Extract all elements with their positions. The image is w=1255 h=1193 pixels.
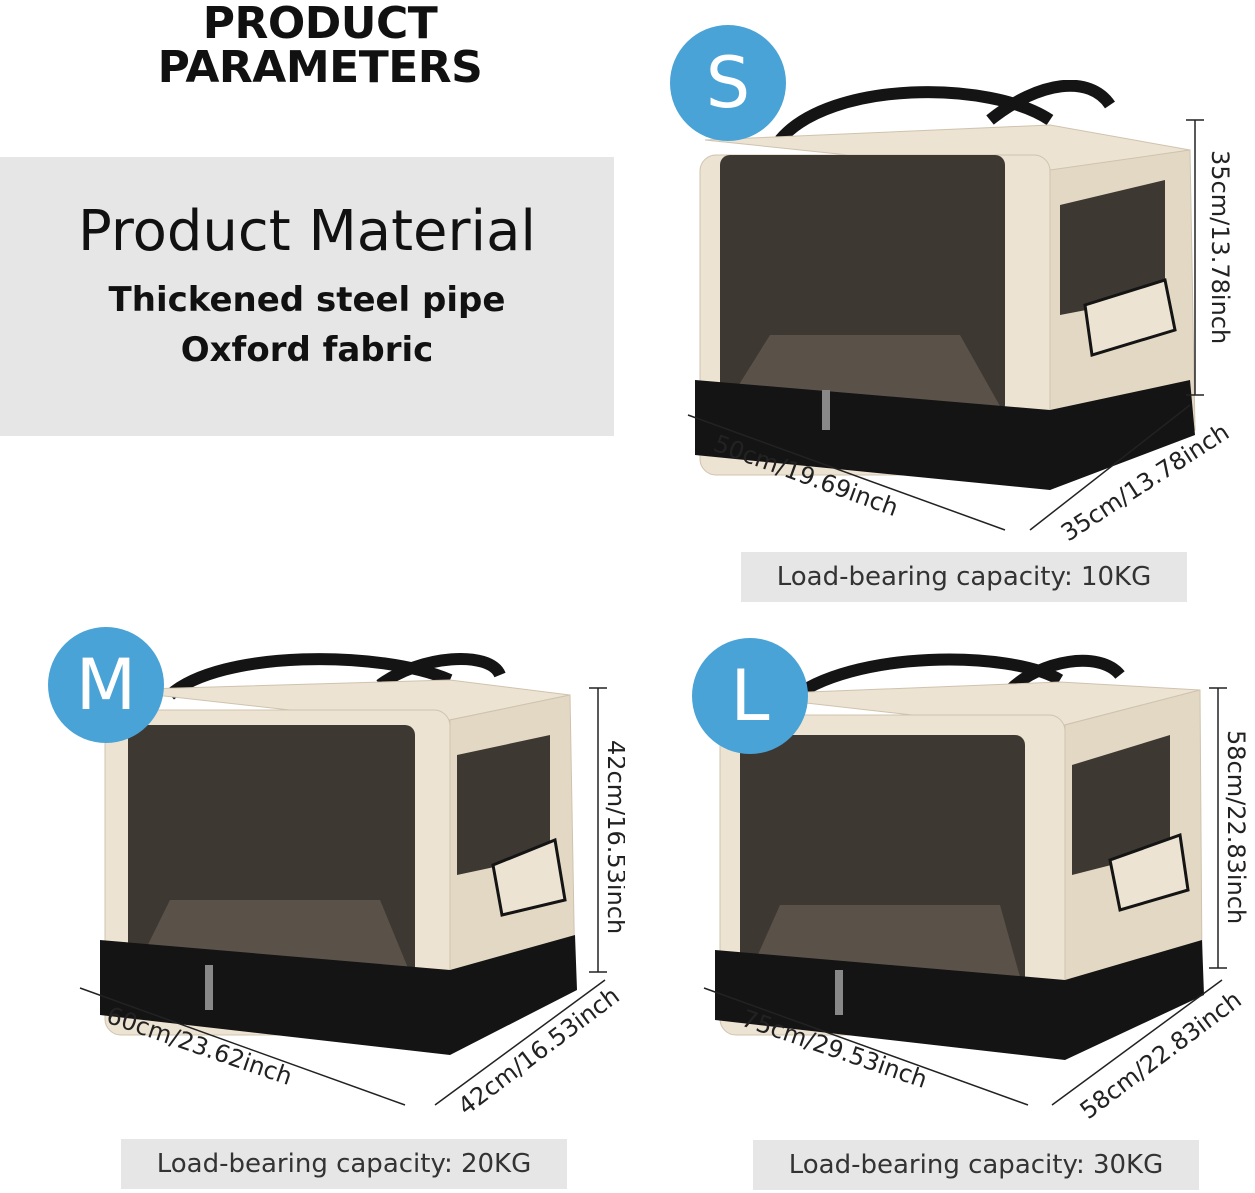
height-label-m: 42cm/16.53inch [602,740,625,934]
crate-image-l [715,653,1204,1060]
dimensions-m: 42cm/16.53inch 60cm/23.62inch 42cm/16.53… [79,687,625,1120]
height-label-s: 35cm/13.78inch [1206,150,1234,344]
dimensions-l: 58cm/22.83inch 75cm/29.53inch 58cm/22.83… [703,687,1250,1125]
dimensions-s: 35cm/13.78inch 50cm/19.69inch 35cm/13.78… [687,119,1234,547]
depth-label-s: 35cm/13.78inch [1056,418,1234,547]
width-label-s: 50cm/19.69inch [710,429,902,522]
width-line-s [687,414,1006,531]
size-badge-l: L [692,638,808,754]
depth-label-m: 42cm/16.53inch [453,982,625,1120]
heading-line-1: PRODUCT [202,0,438,49]
material-item-fabric: Oxford fabric [180,330,434,370]
depth-line-l [1051,979,1223,1106]
depth-label-l: 58cm/22.83inch [1075,986,1247,1125]
width-label-l: 75cm/29.53inch [738,1004,931,1094]
page-heading: PRODUCT PARAMETERS [140,2,500,90]
material-title: Product Material [78,199,536,264]
width-line-l [703,987,1029,1106]
capacity-s: Load-bearing capacity: 10KG [741,552,1187,602]
material-item-steel: Thickened steel pipe [108,280,506,320]
depth-line-s [1029,404,1191,531]
capacity-l: Load-bearing capacity: 30KG [753,1140,1199,1190]
width-line-m [79,987,406,1106]
width-label-m: 60cm/23.62inch [103,1001,296,1091]
material-panel [0,157,614,436]
size-badge-m: M [48,627,164,743]
capacity-m: Load-bearing capacity: 20KG [121,1139,567,1189]
heading-line-2: PARAMETERS [157,42,483,93]
size-badge-s: S [670,25,786,141]
height-label-l: 58cm/22.83inch [1222,730,1250,924]
depth-line-m [434,979,606,1106]
crate-image-m [100,653,577,1055]
